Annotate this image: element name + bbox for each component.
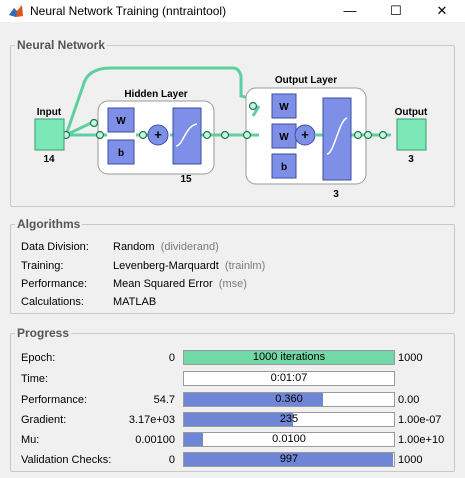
progress-end: 1.00e-07 [398,414,442,426]
output-weight-block-2 [271,123,297,149]
close-button[interactable]: ✕ [436,3,448,18]
progress-label: Performance: [21,394,88,406]
output-weight-label: W [279,102,289,113]
progress-start: 0.00100 [135,434,175,446]
output-node [396,118,427,151]
neural-network-title: Neural Network [15,38,108,52]
output-bias-block [271,153,297,179]
progress-bar: 0.0100 [183,432,395,447]
progress-label: Time: [21,373,49,385]
output-sum-label: + [301,127,309,142]
output-label: Output [395,107,428,118]
algorithm-function: (trainlm) [224,260,266,272]
hidden-sum-label: + [154,127,162,142]
progress-value: 235 [279,413,299,425]
algorithm-value: Mean Squared Error [113,278,213,290]
progress-label: Epoch: [21,352,56,364]
progress-fill [184,433,203,446]
hidden-weight-label: W [116,116,126,127]
progress-fill [184,351,394,364]
output-layer-size: 3 [333,189,339,200]
output-weight-block [271,93,297,119]
progress-fill [184,453,394,466]
progress-start: 0 [168,352,175,364]
progress-bar: 1000 iterations [183,350,395,365]
input-label: Input [37,107,62,118]
progress-panel: Progress Epoch: 0 1000 iterations 1000 T… [10,326,455,472]
output-sum-node [294,124,316,146]
algorithm-value: Levenberg-Marquardt [113,260,219,272]
progress-end: 1000 [398,352,423,364]
output-layer-title: Output Layer [275,75,337,86]
progress-row-gradient: Gradient: 3.17e+03 235 1.00e-07 [11,410,454,430]
output-weight-label-2: W [279,132,289,143]
progress-row-validation-checks: Validation Checks: 0 997 1000 [11,450,454,470]
progress-value: 1000 iterations [252,351,326,363]
output-bias-label: b [281,162,287,173]
progress-row-mu: Mu: 0.00100 0.0100 1.00e+10 [11,430,454,450]
progress-row-epoch: Epoch: 0 1000 iterations 1000 [11,348,454,368]
matlab-icon [9,5,23,17]
progress-fill [184,393,323,406]
progress-label: Validation Checks: [21,454,112,466]
progress-bar: 0:01:07 [183,371,395,386]
hidden-weight-block [107,107,135,133]
algorithm-label: Calculations: [21,296,84,308]
algorithm-label: Data Division: [21,241,89,253]
algorithm-function: (mse) [218,278,247,290]
title-bar: Neural Network Training (nntraintool) — … [0,0,465,22]
algorithm-label: Performance: [21,278,88,290]
hidden-transfer-block [172,107,202,165]
progress-value: 997 [279,453,299,465]
input-node [34,118,65,151]
progress-row-time: Time: 0:01:07 [11,369,454,389]
progress-end: 0.00 [398,394,420,406]
hidden-bias-label: b [118,148,124,159]
progress-title: Progress [15,326,72,340]
progress-start: 54.7 [153,394,175,406]
output-transfer-block [322,97,352,181]
output-size: 3 [408,154,414,165]
neural-network-panel: Neural Network [10,38,455,207]
purelin-curve-icon [326,117,348,155]
input-size: 14 [43,154,55,165]
progress-label: Gradient: [21,414,67,426]
progress-bar: 235 [183,412,395,427]
hidden-layer-title: Hidden Layer [124,89,187,100]
algorithms-panel: Algorithms Data Division: Random (divide… [10,217,455,314]
progress-fill [184,413,294,426]
tansig-curve-icon [175,123,198,147]
hidden-layer-size: 15 [180,174,192,185]
algorithm-value: MATLAB [113,296,157,308]
progress-end: 1000 [398,454,423,466]
maximize-button[interactable]: ☐ [390,3,402,18]
progress-row-performance: Performance: 54.7 0.360 0.00 [11,390,454,410]
minimize-button[interactable]: — [343,3,357,18]
progress-end: 1.00e+10 [398,434,445,446]
window-title: Neural Network Training (nntraintool) [30,4,227,18]
algorithm-label: Training: [21,260,64,272]
progress-value: 0:01:07 [270,372,308,384]
progress-value: 0.360 [275,393,303,405]
network-diagram: W b + W W b + Input 14 Hidden Layer 15 O… [34,66,428,200]
progress-start: 0 [168,454,175,466]
hidden-sum-node [147,124,169,146]
progress-value: 0.0100 [272,433,306,445]
algorithm-function: (dividerand) [160,241,219,253]
algorithm-value: Random [113,241,155,253]
progress-label: Mu: [21,434,40,446]
hidden-bias-block [107,139,135,165]
progress-start: 3.17e+03 [128,414,175,426]
algorithms-title: Algorithms [15,217,83,231]
progress-bar: 997 [183,452,395,467]
progress-bar: 0.360 [183,392,395,407]
